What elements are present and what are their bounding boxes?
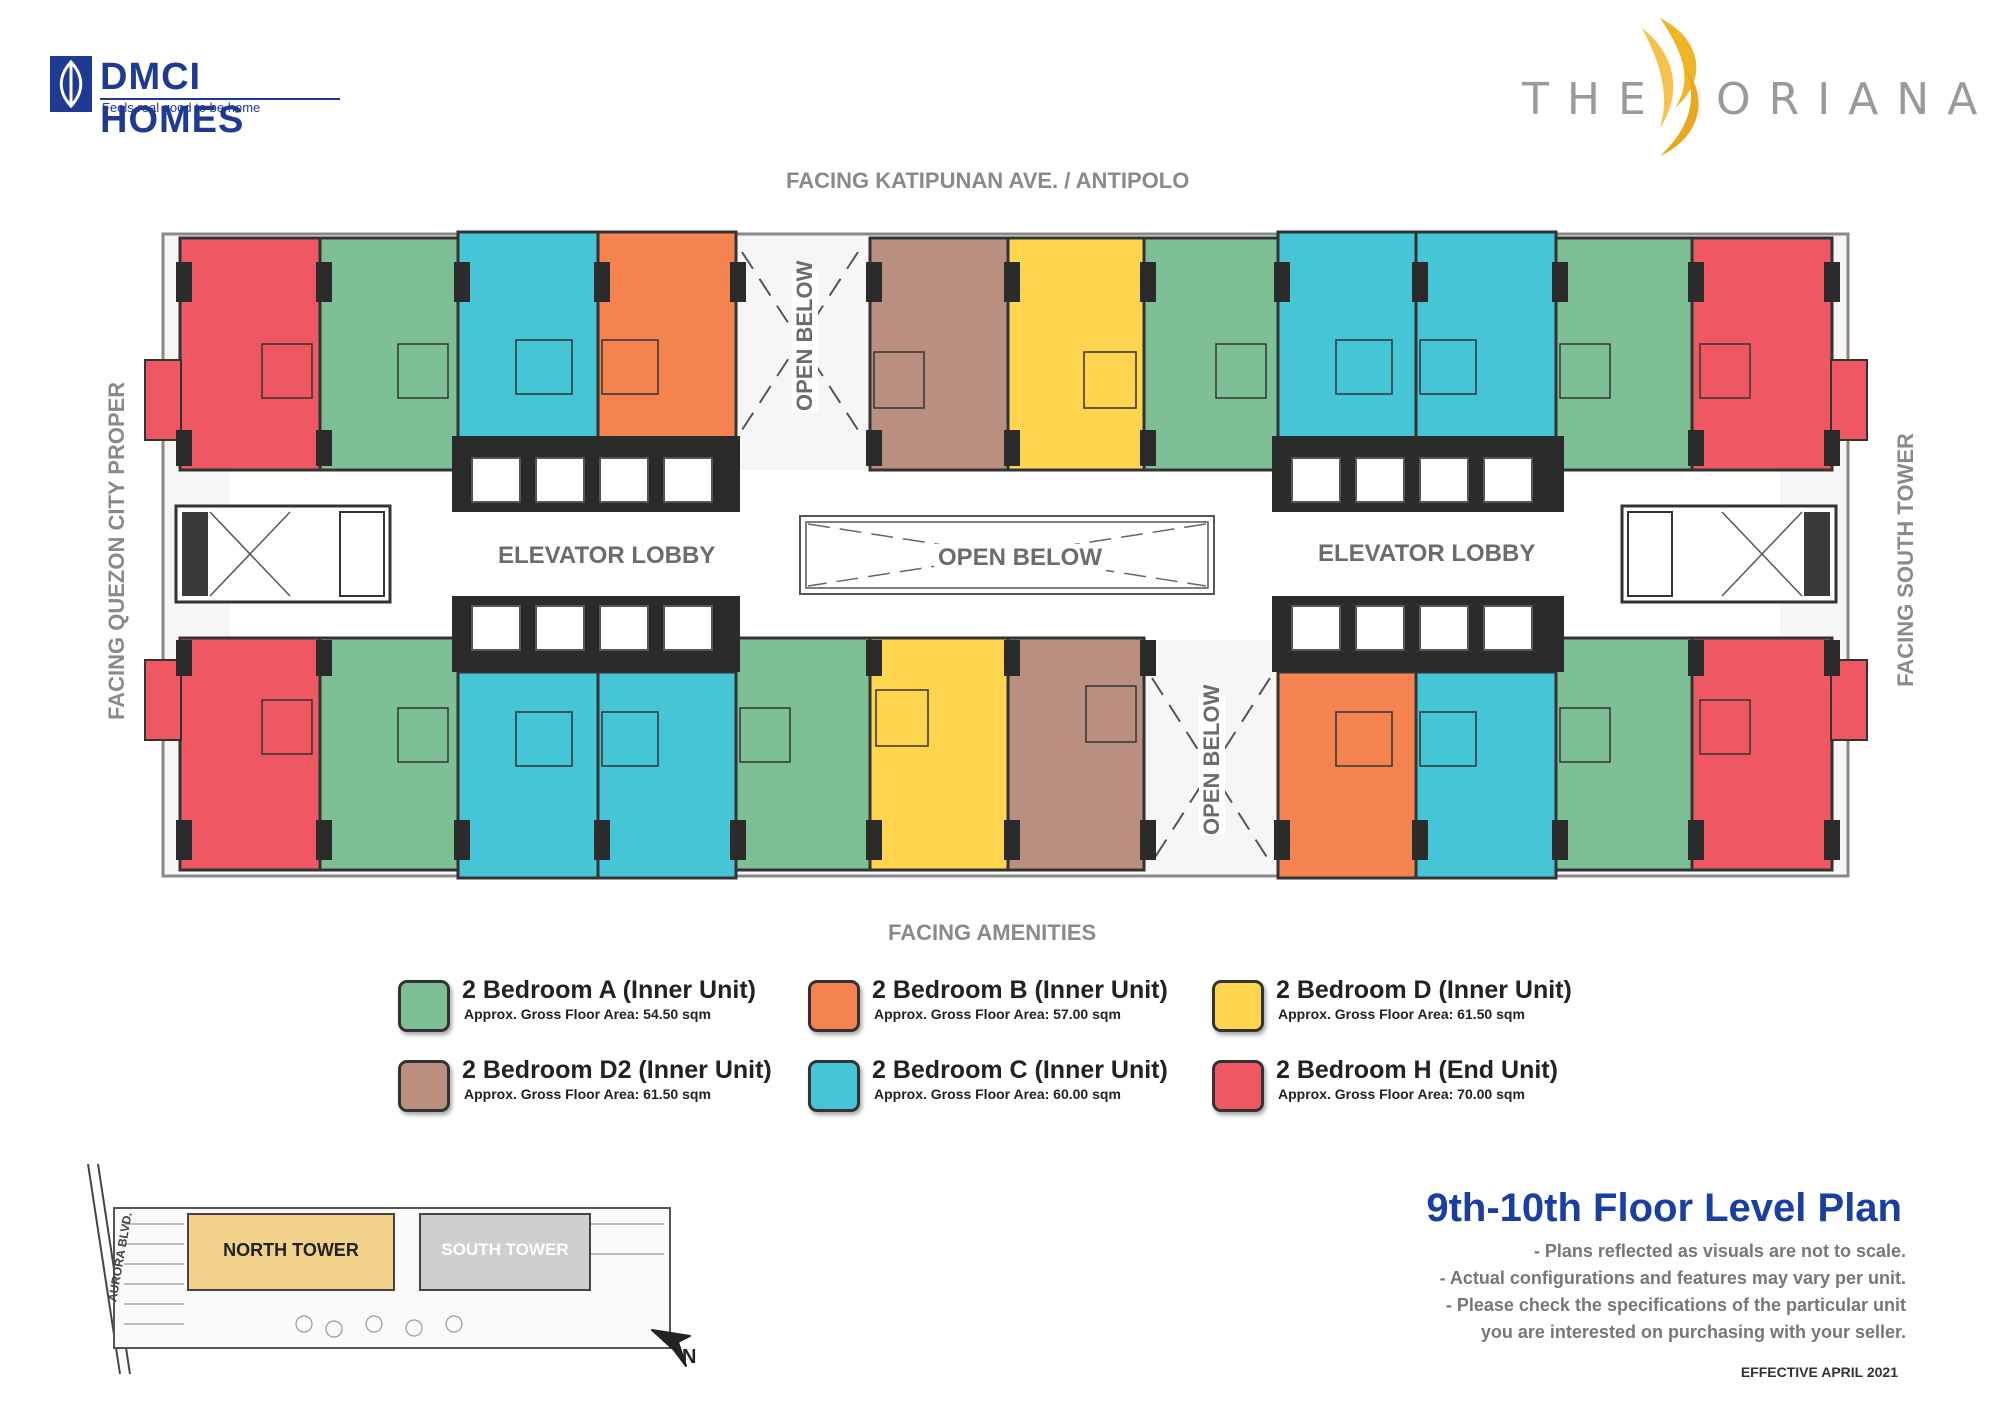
unit-bottom-a-2 <box>734 636 872 872</box>
dmci-logo: DMCI HOMES Feels real good to be home <box>50 56 350 141</box>
legend-area: Approx. Gross Floor Area: 70.00 sqm <box>1278 1086 1525 1102</box>
balcony-west-bottom <box>144 659 182 741</box>
legend-title: 2 Bedroom A (Inner Unit) <box>462 976 756 1004</box>
plan-notes: - Plans reflected as visuals are not to … <box>1206 1238 1906 1346</box>
project-name-left: THE <box>1522 74 1664 125</box>
columns <box>176 262 1840 860</box>
legend-area: Approx. Gross Floor Area: 54.50 sqm <box>464 1006 711 1022</box>
elevator-bank-top-east <box>1272 436 1564 512</box>
legend-title: 2 Bedroom C (Inner Unit) <box>872 1056 1168 1084</box>
note-line: you are interested on purchasing with yo… <box>1480 1322 1906 1342</box>
key-south-tower-label: SOUTH TOWER <box>441 1240 569 1259</box>
note-line: - Plans reflected as visuals are not to … <box>1533 1241 1906 1261</box>
unit-bottom-c-3 <box>1414 670 1558 880</box>
legend-swatch <box>808 980 860 1032</box>
unit-bottom-c-2 <box>596 670 738 880</box>
balcony-east-top <box>1830 359 1868 441</box>
open-below-bottom: OPEN BELOW <box>1199 684 1225 835</box>
legend-area: Approx. Gross Floor Area: 61.50 sqm <box>464 1086 711 1102</box>
legend-title: 2 Bedroom H (End Unit) <box>1276 1056 1558 1084</box>
legend: 2 Bedroom A (Inner Unit) Approx. Gross F… <box>398 976 1598 1112</box>
elevator-lobby-west: ELEVATOR LOBBY <box>498 542 716 569</box>
project-name-right: ORIANA <box>1716 74 1996 125</box>
dmci-emblem-icon <box>50 56 92 112</box>
legend-swatch <box>1212 980 1264 1032</box>
unit-top-d2-1 <box>868 236 1010 472</box>
legend-title: 2 Bedroom B (Inner Unit) <box>872 976 1168 1004</box>
unit-top-c-1 <box>456 230 600 440</box>
open-below-center: OPEN BELOW <box>934 544 1107 572</box>
legend-area: Approx. Gross Floor Area: 60.00 sqm <box>874 1086 1121 1102</box>
unit-top-c-2 <box>1276 230 1418 440</box>
legend-area: Approx. Gross Floor Area: 61.50 sqm <box>1278 1006 1525 1022</box>
north-arrow-icon <box>651 1329 691 1367</box>
facing-bottom-label: FACING AMENITIES <box>888 920 1097 945</box>
logo-underline <box>100 98 340 100</box>
note-line: - Please check the specifications of the… <box>1445 1295 1906 1315</box>
unit-bottom-d2-1 <box>1006 636 1146 872</box>
plan-title: 9th-10th Floor Level Plan <box>1426 1186 1902 1230</box>
unit-top-c-3 <box>1414 230 1558 440</box>
unit-bottom-a-3 <box>1554 636 1694 872</box>
unit-bottom-c-1 <box>456 670 600 880</box>
effective-date: EFFECTIVE APRIL 2021 <box>1740 1364 1898 1380</box>
open-below-top: OPEN BELOW <box>792 260 818 411</box>
legend-title: 2 Bedroom D2 (Inner Unit) <box>462 1056 772 1084</box>
logo-tagline: Feels real good to be home <box>102 100 261 115</box>
bathrooms <box>261 339 1751 767</box>
north-arrow-label: N <box>682 1346 697 1368</box>
elevator-bank-bottom-east <box>1272 596 1564 672</box>
stair-core-east <box>1620 504 1838 604</box>
flame-leaf-icon <box>1642 18 1699 156</box>
unit-top-h-east <box>1690 236 1834 472</box>
stair-core-west <box>174 504 392 604</box>
legend-swatch <box>808 1060 860 1112</box>
unit-bottom-a-1 <box>318 636 460 872</box>
unit-top-a-1 <box>318 236 460 472</box>
legend-swatch <box>398 980 450 1032</box>
elevator-lobby-east: ELEVATOR LOBBY <box>1318 540 1536 567</box>
unit-top-a-3 <box>1554 236 1694 472</box>
note-line: - Actual configurations and features may… <box>1439 1268 1906 1288</box>
balcony-west-top <box>144 359 182 441</box>
legend-swatch <box>1212 1060 1264 1112</box>
key-plan <box>87 1164 671 1375</box>
unit-bottom-d-1 <box>868 636 1010 872</box>
logo-name: DMCI HOMES <box>100 56 245 141</box>
key-north-tower <box>187 1213 395 1291</box>
unit-top-b-1 <box>596 230 738 440</box>
key-north-tower-label: NORTH TOWER <box>223 1240 359 1260</box>
unit-top-h-west <box>178 236 322 472</box>
legend-swatch <box>398 1060 450 1112</box>
legend-title: 2 Bedroom D (Inner Unit) <box>1276 976 1572 1004</box>
key-south-tower <box>419 1213 591 1291</box>
unit-top-a-2 <box>1142 236 1280 472</box>
legend-area: Approx. Gross Floor Area: 57.00 sqm <box>874 1006 1121 1022</box>
elevator-bank-bottom-west <box>452 596 740 672</box>
unit-bottom-b-1 <box>1276 670 1418 880</box>
unit-top-d-1 <box>1006 236 1146 472</box>
elevator-bank-top-west <box>452 436 740 512</box>
facing-top-label: FACING KATIPUNAN AVE. / ANTIPOLO <box>786 168 1190 193</box>
